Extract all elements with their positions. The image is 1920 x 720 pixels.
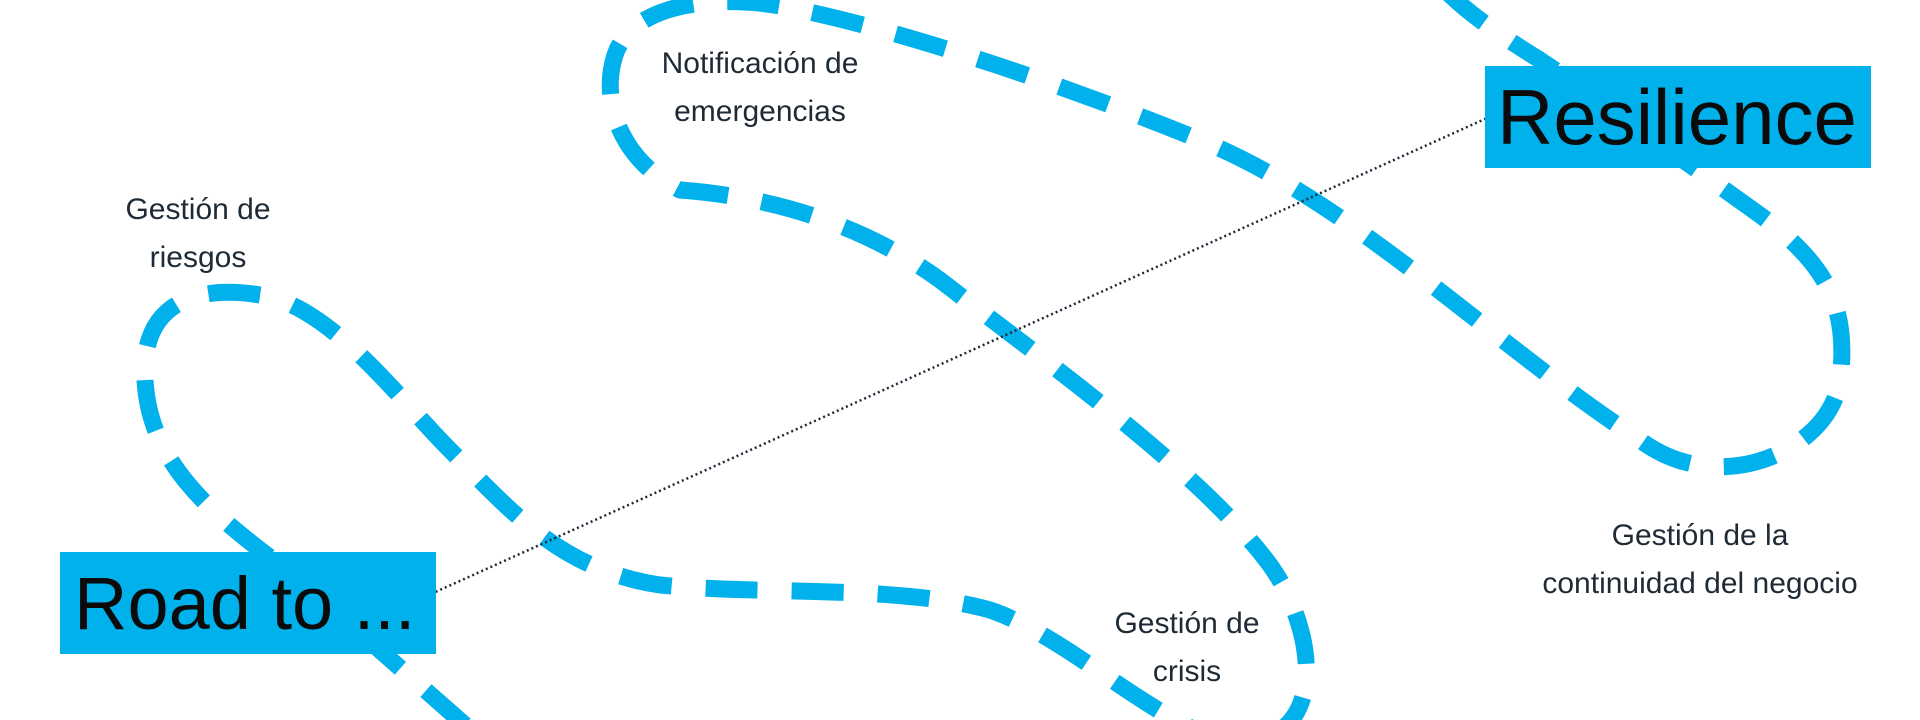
stop-label-riesgos-line2: riesgos <box>149 241 247 274</box>
end-label-resilience: Resilience <box>1485 66 1871 168</box>
stop-label-notificacion: Notificación de emergencias <box>630 40 890 136</box>
stop-label-notificacion-line2: emergencias <box>674 95 846 128</box>
dotted-connector-line <box>421 112 1497 600</box>
stop-label-crisis-line1: Gestión de <box>1114 607 1260 640</box>
stop-label-riesgos: Gestión de riesgos <box>98 186 298 282</box>
stop-label-crisis: Gestión de crisis <box>1087 600 1287 696</box>
stop-label-continuidad: Gestión de la continuidad del negocio <box>1500 512 1900 608</box>
stop-label-crisis-line2: crisis <box>1152 655 1222 688</box>
start-label-road-to: Road to ... <box>60 552 436 654</box>
dashed-road-path <box>136 0 1851 720</box>
stop-label-riesgos-line1: Gestión de <box>125 193 271 226</box>
stop-label-continuidad-line1: Gestión de la <box>1611 519 1789 552</box>
stop-label-notificacion-line1: Notificación de <box>661 47 859 80</box>
stop-label-continuidad-line2: continuidad del negocio <box>1542 567 1858 600</box>
